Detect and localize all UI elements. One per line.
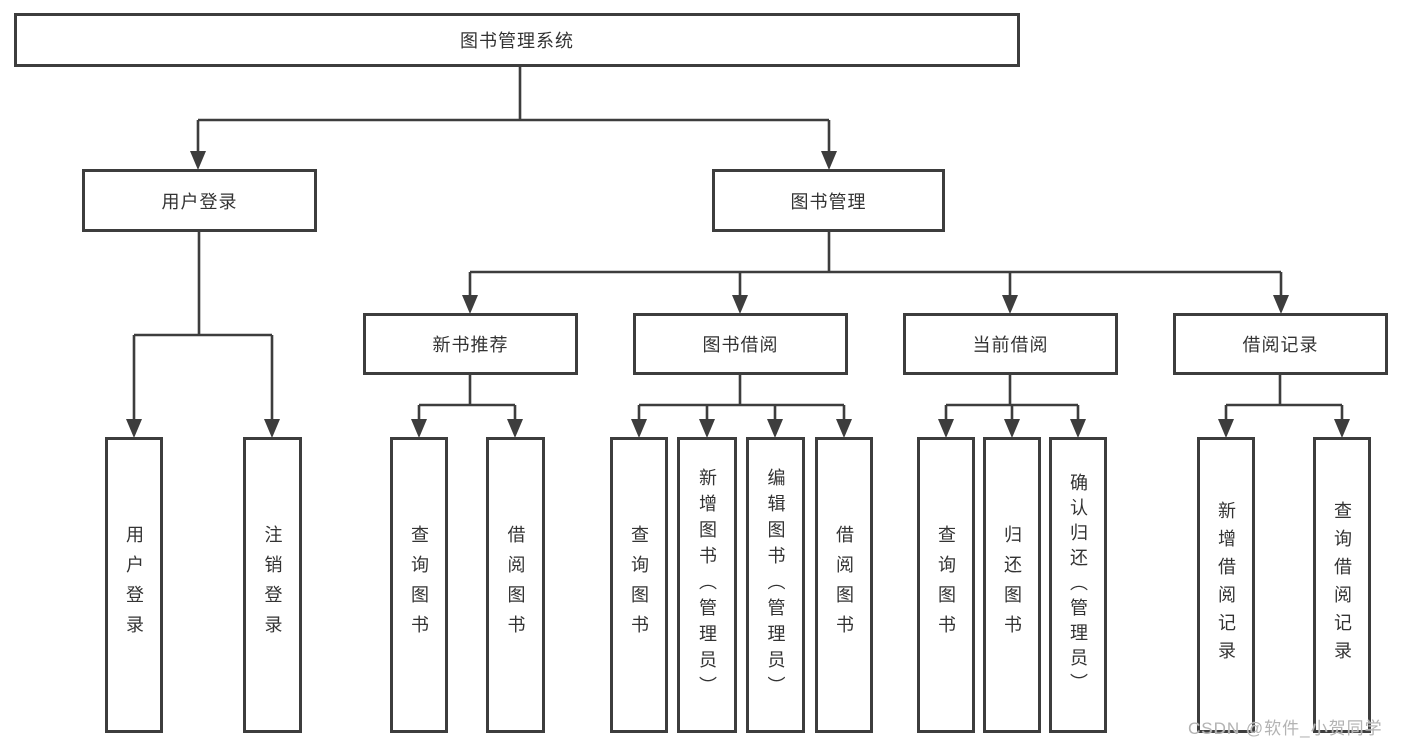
node-label: 借阅记录 <box>1242 335 1319 355</box>
leaf-add-books-admin: 新增图书（管理员） <box>677 437 737 733</box>
leaf-user-login: 用户登录 <box>105 437 163 733</box>
node-user-login: 用户登录 <box>82 169 317 232</box>
node-label: 新书推荐 <box>432 335 509 355</box>
leaf-query-books-borrowing: 查询图书 <box>610 437 668 733</box>
node-borrowing-records: 借阅记录 <box>1173 313 1388 375</box>
leaf-edit-books-admin: 编辑图书（管理员） <box>746 437 805 733</box>
node-library-management-system: 图书管理系统 <box>14 13 1020 67</box>
node-label: 图书借阅 <box>702 335 779 355</box>
leaf-query-books-current: 查询图书 <box>917 437 975 733</box>
node-label: 查询图书 <box>936 525 956 645</box>
leaf-confirm-return-admin: 确认归还（管理员） <box>1049 437 1107 733</box>
node-label: 新增图书（管理员） <box>697 468 717 702</box>
node-label: 用户登录 <box>161 191 238 212</box>
node-book-management: 图书管理 <box>712 169 945 232</box>
node-label: 注销登录 <box>262 525 283 645</box>
leaf-query-books-recommend: 查询图书 <box>390 437 448 733</box>
node-label: 当前借阅 <box>972 335 1049 355</box>
arrowhead-icons <box>126 151 1350 438</box>
node-label: 编辑图书（管理员） <box>765 468 786 702</box>
leaf-borrow-books: 借阅图书 <box>815 437 873 733</box>
node-new-book-recommend: 新书推荐 <box>363 313 578 375</box>
node-label: 查询图书 <box>409 525 429 645</box>
node-label: 借阅图书 <box>505 525 526 645</box>
leaf-query-borrow-record: 查询借阅记录 <box>1313 437 1371 733</box>
node-label: 归还图书 <box>1002 525 1022 645</box>
node-label: 新增借阅记录 <box>1216 501 1236 669</box>
node-book-borrowing: 图书借阅 <box>633 313 848 375</box>
leaf-borrow-books-recommend: 借阅图书 <box>486 437 545 733</box>
leaf-add-borrow-record: 新增借阅记录 <box>1197 437 1255 733</box>
node-current-borrowing: 当前借阅 <box>903 313 1118 375</box>
leaf-logout: 注销登录 <box>243 437 302 733</box>
leaf-return-books: 归还图书 <box>983 437 1041 733</box>
node-label: 图书管理 <box>790 191 867 212</box>
node-label: 图书管理系统 <box>460 31 574 51</box>
node-label: 查询图书 <box>629 525 649 645</box>
node-label: 确认归还（管理员） <box>1068 472 1088 698</box>
node-label: 借阅图书 <box>834 525 854 645</box>
node-label: 查询借阅记录 <box>1332 501 1352 669</box>
node-label: 用户登录 <box>124 525 144 645</box>
csdn-watermark: CSDN @软件_小贺同学 <box>1188 719 1383 738</box>
